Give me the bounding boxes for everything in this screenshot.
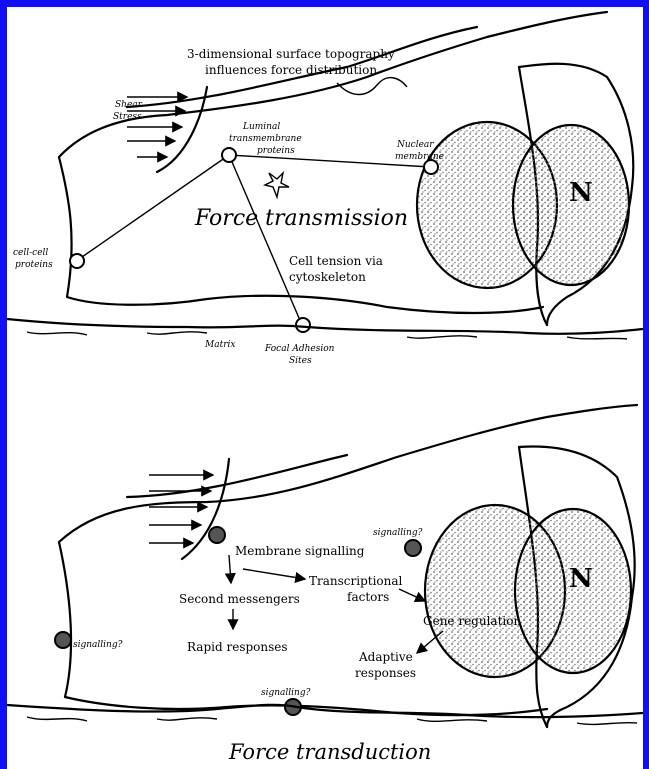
- left-signalling-label: signalling?: [73, 640, 123, 650]
- luminal-label-line1: Luminal: [242, 122, 280, 132]
- nuclear-signalling-label: signalling?: [373, 528, 423, 538]
- membrane-signalling-node: [209, 527, 225, 543]
- focal-adhesion-node: [296, 318, 310, 332]
- membrane-signalling-label: Membrane signalling: [235, 544, 365, 558]
- cytoskeleton-line: [229, 155, 302, 325]
- arrow-to-second-messengers: [229, 555, 231, 583]
- top-nucleus-label: N: [569, 178, 593, 208]
- bottom-panel: N Membrane signalling signalling?: [7, 405, 643, 727]
- focal-label-line2: Sites: [289, 356, 312, 366]
- topography-label-line2: influences force distribution: [205, 63, 377, 77]
- luminal-label-line2: transmembrane: [229, 134, 302, 144]
- nuclear-label-line1: Nuclear: [396, 140, 434, 150]
- adaptive-label-line1: Adaptive: [358, 650, 413, 664]
- tension-label-line1: Cell tension via: [289, 254, 383, 268]
- shear-profile-curve: [157, 87, 207, 172]
- cellcell-label-line2: proteins: [15, 260, 53, 270]
- diagram-canvas: N 3-dimensional surface topography: [7, 7, 643, 769]
- cellcell-protein-node: [70, 254, 84, 268]
- focal-label-line1: Focal Adhesion: [264, 344, 335, 354]
- cellcell-label-line1: cell-cell: [13, 248, 48, 258]
- force-star-icon: [265, 173, 289, 197]
- matrix-label: Matrix: [204, 340, 235, 350]
- figure-caption: Force transduction: [228, 740, 431, 764]
- top-panel: N 3-dimensional surface topography: [7, 12, 643, 366]
- figure-panel: N 3-dimensional surface topography: [7, 7, 643, 769]
- rapid-responses-label: Rapid responses: [187, 640, 288, 654]
- adaptive-label-line2: responses: [355, 666, 416, 680]
- nuclear-label-line2: membrane: [395, 152, 444, 162]
- transcriptional-label-line1: Transcriptional: [309, 574, 403, 588]
- topography-label-line1: 3-dimensional surface topography: [187, 47, 395, 61]
- nuclear-signalling-node: [405, 540, 421, 556]
- bottom-shear-curve: [182, 459, 229, 559]
- left-signalling-node: [55, 632, 71, 648]
- luminal-label-line3: proteins: [257, 146, 295, 156]
- bottom-nucleus-label: N: [569, 564, 593, 594]
- nuclear-membrane-node: [424, 160, 438, 174]
- arrow-to-gene-regulation: [399, 589, 425, 601]
- topography-bump: [337, 78, 407, 95]
- bottom-signalling-label: signalling?: [261, 688, 311, 698]
- gene-regulation-label: Gene regulation: [423, 614, 521, 628]
- shear-label-line2: Stress: [113, 112, 142, 122]
- second-messengers-label: Second messengers: [179, 592, 300, 606]
- shear-label-line1: Shear: [115, 100, 143, 110]
- transcriptional-label-line2: factors: [347, 590, 389, 604]
- luminal-protein-node: [222, 148, 236, 162]
- tension-label-line2: cytoskeleton: [289, 270, 366, 284]
- force-transmission-title: Force transmission: [194, 206, 408, 231]
- arrow-to-transcriptional: [243, 569, 305, 579]
